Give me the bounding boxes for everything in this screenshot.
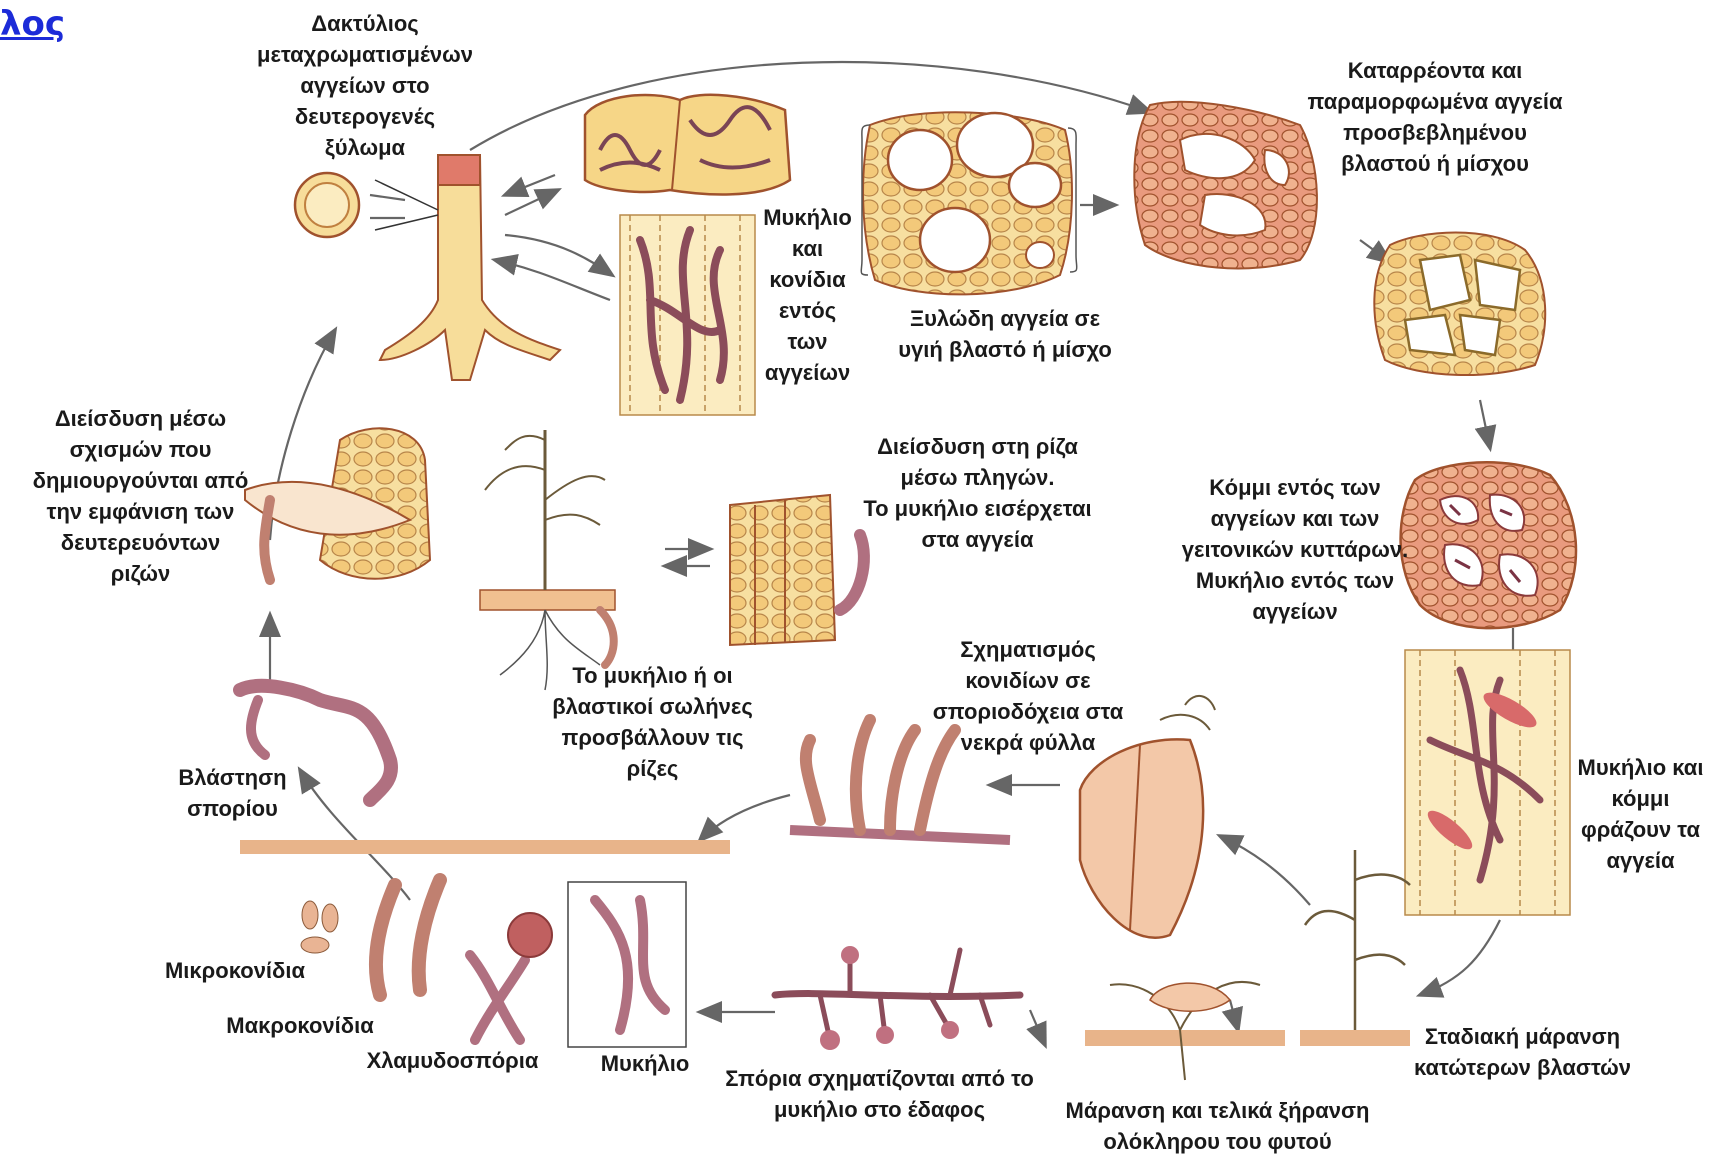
seedling-illustration bbox=[480, 430, 615, 690]
label-microconidia: Μικροκονίδια bbox=[155, 955, 315, 986]
label-wilting-death: Μάρανση και τελικά ξήρανση ολόκληρου του… bbox=[1040, 1095, 1395, 1157]
soil-strip-center bbox=[1085, 1030, 1285, 1046]
label-mycelium: Μυκήλιο bbox=[590, 1048, 700, 1079]
label-macroconidia: Μακροκονίδια bbox=[215, 1010, 385, 1041]
vessels-mycelium-illustration bbox=[620, 215, 755, 415]
label-spores-soil: Σπόρια σχηματίζονται από το μυκήλιο στο … bbox=[702, 1063, 1057, 1125]
label-healthy-vessels: Ξυλώδη αγγεία σε υγιή βλαστό ή μίσχο bbox=[880, 303, 1130, 365]
blocked-vessels-illustration bbox=[1405, 650, 1570, 915]
label-chlamydospores: Χλαμυδοσπόρια bbox=[355, 1045, 550, 1076]
label-root-wounds: Διείσδυση στη ρίζα μέσω πληγών. Το μυκήλ… bbox=[845, 431, 1110, 555]
soil-mycelium-illustration bbox=[775, 946, 1020, 1050]
label-blocking: Μυκήλιο και κόμμι φράζουν τα αγγεία bbox=[1568, 752, 1713, 876]
label-conidia-formation: Σχηματισμός κονιδίων σε σποριοδόχεια στα… bbox=[908, 634, 1148, 758]
label-germination: Βλάστηση σπορίου bbox=[165, 762, 300, 824]
healthy-xylem-illustration bbox=[861, 112, 1077, 294]
label-ring: Δακτύλιος μεταχρωματισμένων αγγείων στο … bbox=[240, 8, 490, 163]
infected-cells-illustration bbox=[585, 95, 790, 195]
label-gradual-wilting: Σταδιακή μάρανση κατώτερων βλαστών bbox=[1390, 1021, 1655, 1083]
deformed-vessels-illustration bbox=[1374, 233, 1545, 376]
label-penetration-cracks: Διείσδυση μέσω σχισμών που δημιουργούντα… bbox=[8, 403, 273, 589]
soil-strip-left bbox=[240, 840, 730, 854]
label-mycelium-conidia: Μυκήλιο και κονίδια εντός των αγγείων bbox=[755, 202, 860, 388]
label-collapsing: Καταρρέοντα και παραμορφωμένα αγγεία προ… bbox=[1275, 55, 1595, 179]
label-attack-roots: Το μυκήλιο ή οι βλαστικοί σωλήνες προσβά… bbox=[530, 660, 775, 784]
root-wound-illustration bbox=[730, 495, 864, 645]
label-gum: Κόμμι εντός των αγγείων και των γειτονικ… bbox=[1160, 472, 1430, 627]
